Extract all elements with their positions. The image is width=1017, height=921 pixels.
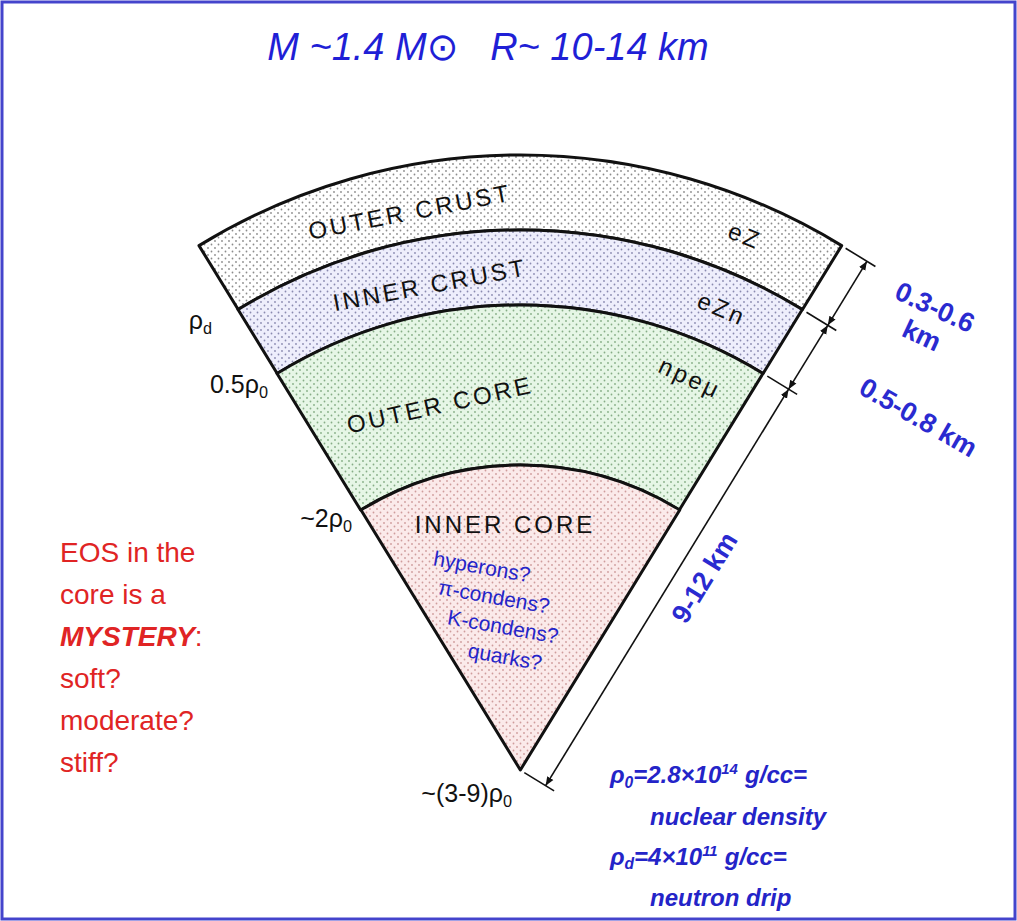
- density-label-part: ~2ρ: [300, 504, 343, 532]
- text-line: EOS in the core is a: [60, 532, 210, 616]
- dimension-label: 9-12 km: [665, 527, 744, 629]
- density-note-part: 0: [625, 774, 634, 791]
- text-line: MYSTERY:: [60, 616, 210, 658]
- text-line: ~2ρ0: [300, 504, 352, 536]
- density-label-part: 0: [343, 517, 352, 535]
- density-note-part: d: [625, 855, 635, 872]
- layer-name: INNER CORE: [415, 511, 596, 539]
- text-line: 9-12 km: [665, 527, 744, 629]
- layer-band: INNER COREhyperons?π-condens?K-condens?q…: [358, 462, 683, 773]
- density-label: ~(3-9)ρ0: [421, 779, 512, 811]
- title: M ~1.4 M⊙ R~ 10-14 km: [267, 26, 709, 70]
- dimension-label: 0.5-0.8 km: [854, 372, 983, 464]
- density-note-part: ρ: [610, 761, 625, 788]
- density-label: ~2ρ0: [300, 504, 352, 536]
- density-label-part: d: [203, 319, 212, 337]
- text-line: neutron drip: [610, 881, 826, 915]
- density-note-part: 14: [721, 761, 738, 777]
- density-note-part: neutron drip: [650, 884, 791, 911]
- eos-note-part: :: [195, 621, 203, 652]
- density-note-part: 11: [702, 843, 717, 859]
- text-line: 0.3-0.6 km: [863, 270, 993, 375]
- density-note-part: g/cc=: [725, 843, 787, 870]
- density-note: ρ0=2.8×1014g/cc=nuclear densityρd=4×1011…: [610, 752, 826, 915]
- density-note-part: =2.8×10: [633, 761, 721, 788]
- text-line: ρd=4×1011 g/cc=: [610, 834, 826, 882]
- text-line: ρ0=2.8×1014 g/cc=: [610, 752, 826, 800]
- text-line: ~(3-9)ρ0: [421, 779, 512, 811]
- density-label-part: ~(3-9)ρ: [421, 779, 503, 807]
- band-outline: [361, 465, 680, 770]
- text-line: nuclear density: [610, 800, 826, 834]
- density-note-part: nuclear density: [650, 803, 826, 830]
- text-line: 0.5ρ0: [210, 370, 268, 402]
- dimension-label: 0.3-0.6 km: [863, 270, 993, 375]
- dimension-label-part: 9-12 km: [665, 527, 743, 628]
- eos-note-part: EOS in the core is a: [60, 532, 210, 616]
- eos-note: EOS in the core is aMYSTERY:soft? modera…: [60, 532, 210, 784]
- density-note-part: ρ: [610, 843, 625, 870]
- density-label: 0.5ρ0: [210, 370, 268, 402]
- dimension-label-part: 0.5-0.8 km: [854, 372, 982, 463]
- eos-note-part: soft? moderate? stiff?: [60, 658, 194, 784]
- density-note-part: =4×10: [634, 843, 702, 870]
- density-label-part: 0: [259, 383, 268, 401]
- text-line: 0.5-0.8 km: [854, 372, 983, 464]
- text-line: soft? moderate? stiff?: [60, 658, 210, 784]
- dimension-label-part: 0.3-0.6 km: [863, 270, 993, 375]
- eos-note-part: MYSTERY: [60, 621, 195, 652]
- density-label-part: 0.5ρ: [210, 370, 259, 398]
- density-label-part: ρ: [189, 306, 203, 334]
- density-note-part: g/cc=: [745, 761, 807, 788]
- density-label-part: 0: [503, 792, 512, 810]
- text-line: ρd: [189, 306, 212, 338]
- density-label: ρd: [189, 306, 212, 338]
